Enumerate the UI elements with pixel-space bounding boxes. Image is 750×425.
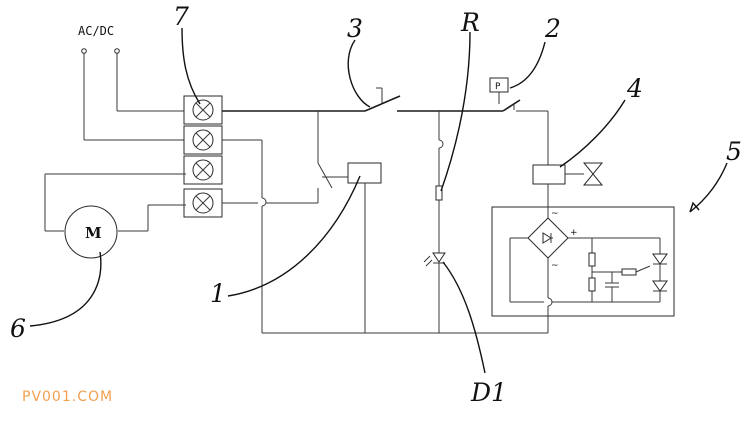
callout-6: 6: [10, 314, 26, 343]
callout-6-leader: [29, 251, 102, 327]
resistor: [435, 185, 443, 201]
manual-switch: [364, 87, 503, 112]
callout-5-arrow-icon: [689, 201, 700, 213]
pressure-switch-label: P: [495, 82, 501, 92]
bridge-plus-label: +: [570, 228, 578, 238]
callout-r: R: [460, 8, 480, 37]
terminal-screw-icon: [192, 99, 214, 121]
watermark: PV001.COM: [22, 389, 114, 405]
terminal-block: [183, 95, 223, 218]
callout-4-leader: [559, 99, 626, 168]
supply-label: AC/DC: [78, 24, 114, 38]
motor: M: [44, 173, 186, 259]
callout-1: 1: [210, 279, 226, 308]
resistor: [588, 252, 596, 267]
callout-3-leader: [347, 39, 371, 108]
relay-contact: [317, 111, 348, 203]
callout-5-leader: [689, 162, 728, 213]
callout-5: 5: [726, 137, 742, 166]
led-icon: [423, 252, 446, 267]
callout-1-leader: [227, 175, 361, 297]
callout-4: 4: [626, 74, 643, 103]
callout-3: 3: [347, 14, 363, 43]
terminal-screw-icon: [192, 129, 214, 151]
motor-label: M: [85, 224, 102, 242]
solenoid-valve: [532, 111, 604, 207]
valve-icon: [582, 162, 604, 186]
resistor: [588, 277, 596, 292]
bridge-ac-top-label: ~: [551, 209, 559, 219]
supply-terminals: [81, 48, 186, 141]
callout-7: 7: [173, 2, 189, 31]
control-module: ~ ~ − +: [491, 206, 675, 333]
bridge-ac-bottom-label: ~: [551, 261, 559, 271]
terminal-screw-icon: [192, 159, 214, 181]
bridge-minus-label: −: [517, 234, 525, 244]
callout-d1-leader: [442, 261, 486, 374]
relay-coil: [347, 162, 382, 333]
callout-2-leader: [509, 41, 546, 89]
terminal-screw-icon: [192, 192, 214, 214]
callout-d1: D1: [470, 378, 507, 407]
resistor: [621, 268, 637, 276]
callout-2: 2: [544, 14, 561, 43]
callout-7-leader: [181, 27, 201, 105]
bridge-rectifier: [527, 217, 569, 259]
pressure-switch: P: [489, 77, 548, 112]
indicator-branch: [423, 111, 446, 333]
callout-r-leader: [440, 31, 471, 192]
